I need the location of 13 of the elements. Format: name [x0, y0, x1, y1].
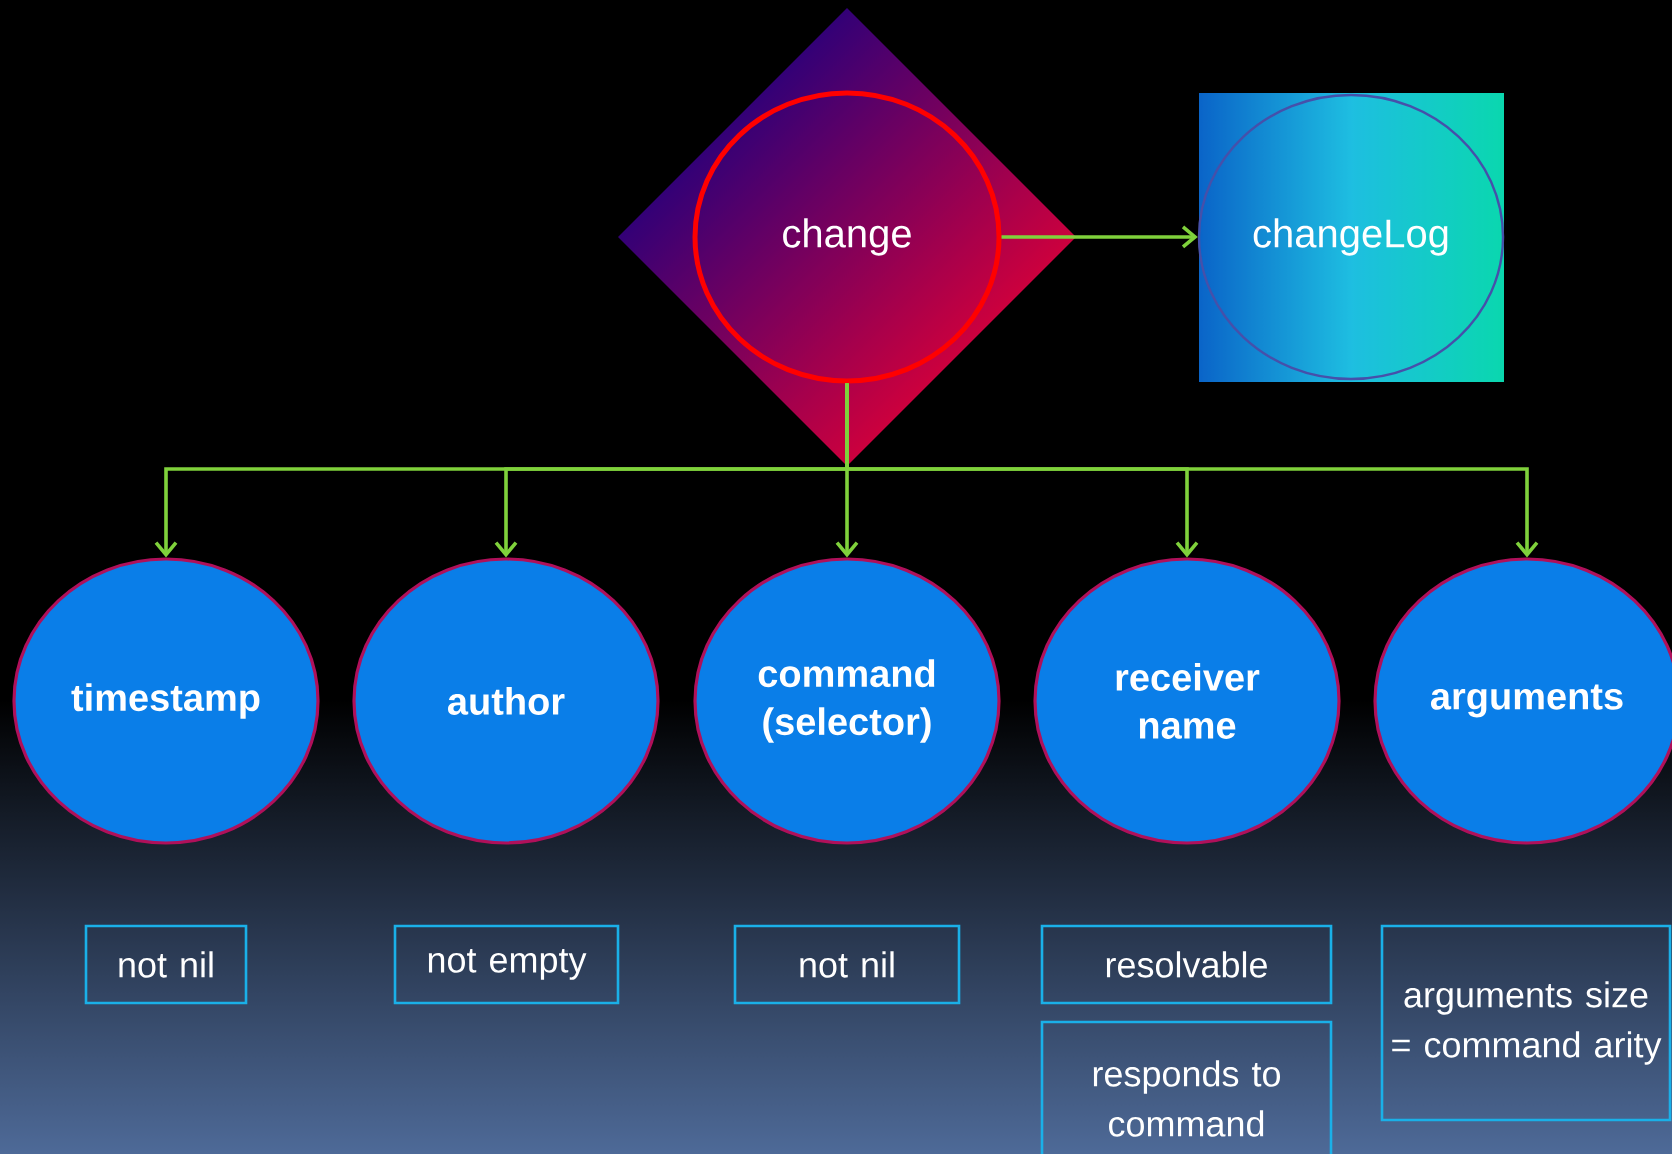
constraint-box: not empty: [393, 924, 620, 1005]
circle-node: arguments: [1373, 557, 1672, 845]
constraint-box: responds to command: [1040, 1020, 1333, 1154]
circle-node: timestamp: [12, 557, 320, 845]
circle-node: author: [352, 557, 660, 845]
constraint-box: arguments size = command arity: [1380, 924, 1672, 1122]
arrow: [845, 383, 1539, 558]
circle-node: receiver name: [1033, 557, 1341, 845]
circle-node: command (selector): [693, 557, 1001, 845]
arrow: [1001, 225, 1198, 249]
constraint-box: not nil: [733, 924, 961, 1005]
constraint-box: resolvable: [1040, 924, 1333, 1005]
constraint-box: not nil: [84, 924, 248, 1005]
